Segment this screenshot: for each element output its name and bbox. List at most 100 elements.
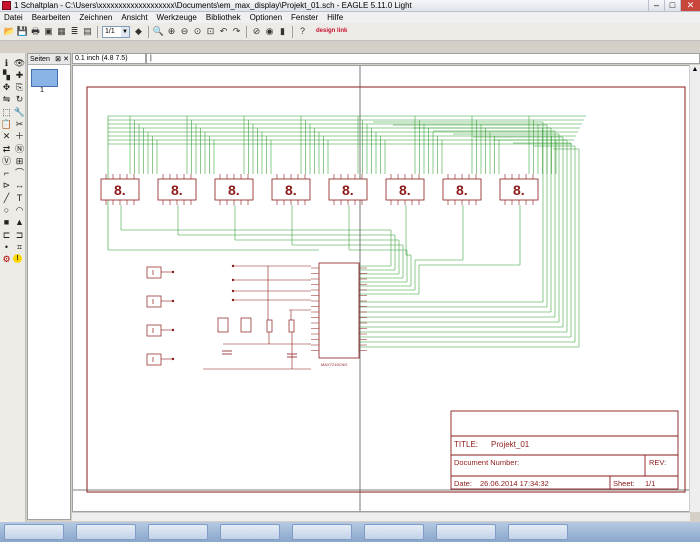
menu-optionen[interactable]: Optionen (249, 13, 283, 22)
taskbar-item[interactable] (76, 524, 136, 540)
menu-ansicht[interactable]: Ansicht (121, 13, 148, 22)
menu-hilfe[interactable]: Hilfe (327, 13, 344, 22)
scroll-up-icon[interactable]: ▲ (691, 66, 699, 73)
split-icon[interactable]: ⌐ (3, 168, 10, 179)
command-input[interactable]: | (146, 53, 700, 64)
sheet-thumbnail[interactable] (31, 69, 58, 87)
potentiometer-1[interactable] (217, 317, 229, 333)
polygon-icon[interactable]: ▲ (15, 217, 24, 228)
label-icon[interactable]: ⌗ (16, 241, 23, 252)
save-icon[interactable]: 💾 (16, 26, 29, 36)
erc-icon[interactable]: ⚙ (2, 254, 11, 265)
wire-icon[interactable]: ╱ (3, 192, 10, 203)
replace-icon[interactable]: ⇄ (2, 143, 11, 154)
taskbar-item[interactable] (148, 524, 208, 540)
circle-icon[interactable]: ○ (3, 205, 10, 216)
smash-icon[interactable]: ⊞ (15, 155, 24, 166)
copy-icon[interactable]: ⎘ (15, 82, 24, 93)
taskbar-item[interactable] (364, 524, 424, 540)
menu-werkzeuge[interactable]: Werkzeuge (156, 13, 197, 22)
name-icon[interactable]: Ⓝ (14, 143, 24, 154)
seven-segment-digit[interactable]: 8. (157, 174, 197, 205)
warning-icon[interactable]: ! (13, 253, 22, 263)
menu-datei[interactable]: Datei (4, 13, 23, 22)
use-icon[interactable]: ◆ (135, 26, 142, 36)
display-icon[interactable]: ▚ (3, 69, 10, 80)
zoom-in-icon[interactable]: ⊕ (167, 26, 176, 36)
menu-bearbeiten[interactable]: Bearbeiten (31, 13, 71, 22)
mark-icon[interactable]: ✚ (15, 69, 24, 80)
go-icon[interactable]: ◉ (265, 26, 274, 36)
net-icon[interactable]: ⊐ (15, 229, 24, 240)
resistor-1[interactable] (266, 319, 273, 333)
cut-icon[interactable]: ✂ (15, 118, 24, 129)
print-icon[interactable]: 🖶 (31, 26, 40, 36)
connector-header[interactable] (146, 266, 175, 279)
seven-segment-digit[interactable]: 8. (442, 174, 482, 205)
connector-header[interactable] (146, 295, 175, 308)
rotate-icon[interactable]: ↻ (15, 94, 24, 105)
resistor-2[interactable] (288, 319, 295, 333)
open-icon[interactable]: 📂 (3, 26, 16, 36)
menu-bibliothek[interactable]: Bibliothek (205, 13, 241, 22)
menu-zeichnen[interactable]: Zeichnen (79, 13, 113, 22)
delete-icon[interactable]: ✕ (2, 131, 11, 142)
stop-icon[interactable]: ⊘ (252, 26, 261, 36)
vertical-scrollbar[interactable]: ▲ (689, 65, 700, 512)
connector-header[interactable] (146, 353, 175, 366)
text-icon[interactable]: T (16, 192, 23, 203)
cam-icon[interactable]: ▣ (44, 26, 53, 36)
potentiometer-2[interactable] (240, 317, 252, 333)
pinswap-icon[interactable]: ↔ (15, 180, 24, 191)
taskbar-item[interactable] (508, 524, 568, 540)
redo-icon[interactable]: ↷ (232, 26, 241, 36)
miter-icon[interactable]: ⌒ (14, 168, 24, 179)
paste-icon[interactable]: 📋 (0, 118, 13, 129)
seven-segment-digit[interactable]: 8. (328, 174, 368, 205)
panel-close-icon[interactable]: ✕ (63, 56, 69, 63)
max7219-ic[interactable]: MAX7219CNG (318, 262, 360, 367)
add-icon[interactable]: ＋ (14, 131, 24, 142)
value-icon[interactable]: Ⓥ (1, 155, 11, 166)
script-icon[interactable]: ≣ (70, 26, 79, 36)
info-icon[interactable]: ℹ (4, 57, 9, 68)
group-icon[interactable]: ⬚ (2, 106, 11, 117)
maximize-button[interactable]: □ (664, 0, 680, 11)
taskbar-item[interactable] (220, 524, 280, 540)
change-icon[interactable]: 🔧 (13, 106, 26, 117)
seven-segment-digit[interactable]: 8. (214, 174, 254, 205)
taskbar-item[interactable] (436, 524, 496, 540)
drc-icon[interactable]: ▮ (280, 26, 285, 36)
seven-segment-digit[interactable]: 8. (385, 174, 425, 205)
design-link-logo[interactable]: design link (316, 28, 348, 34)
connector-header[interactable] (146, 324, 175, 337)
pin-icon[interactable]: ⊠ (55, 56, 61, 63)
seven-segment-digit[interactable]: 8. (271, 174, 311, 205)
rect-icon[interactable]: ■ (3, 217, 10, 228)
seven-segment-digit[interactable]: 8. (100, 174, 140, 205)
invoke-icon[interactable]: ⊳ (2, 180, 11, 191)
horizontal-scrollbar[interactable] (72, 512, 690, 521)
move-icon[interactable]: ✥ (2, 82, 11, 93)
run-icon[interactable]: ▤ (83, 26, 92, 36)
menu-fenster[interactable]: Fenster (291, 13, 319, 22)
arc-icon[interactable]: ◠ (15, 205, 24, 216)
zoom-out-icon[interactable]: ⊖ (180, 26, 189, 36)
help-icon[interactable]: ? (299, 26, 305, 36)
close-button[interactable]: ✕ (680, 0, 700, 11)
zoom-redraw-icon[interactable]: ⊙ (193, 26, 202, 36)
schematic-canvas[interactable]: 8. 8. 8. 8. 8. 8. 8. 8. MAX7219CNG (72, 65, 690, 512)
zoom-fit-icon[interactable]: 🔍 (152, 26, 165, 36)
taskbar-item[interactable] (4, 524, 64, 540)
sheet-select[interactable]: 1/1▼ (102, 25, 130, 38)
junction-icon[interactable]: • (4, 241, 9, 252)
show-icon[interactable]: 👁 (13, 57, 26, 68)
board-icon[interactable]: ▦ (57, 26, 66, 36)
mirror-icon[interactable]: ⇋ (2, 94, 11, 105)
seven-segment-digit[interactable]: 8. (499, 174, 539, 205)
taskbar-item[interactable] (292, 524, 352, 540)
minimize-button[interactable]: – (648, 0, 664, 11)
zoom-select-icon[interactable]: ⊡ (206, 26, 215, 36)
undo-icon[interactable]: ↶ (219, 26, 228, 36)
bus-icon[interactable]: ⊏ (2, 229, 11, 240)
